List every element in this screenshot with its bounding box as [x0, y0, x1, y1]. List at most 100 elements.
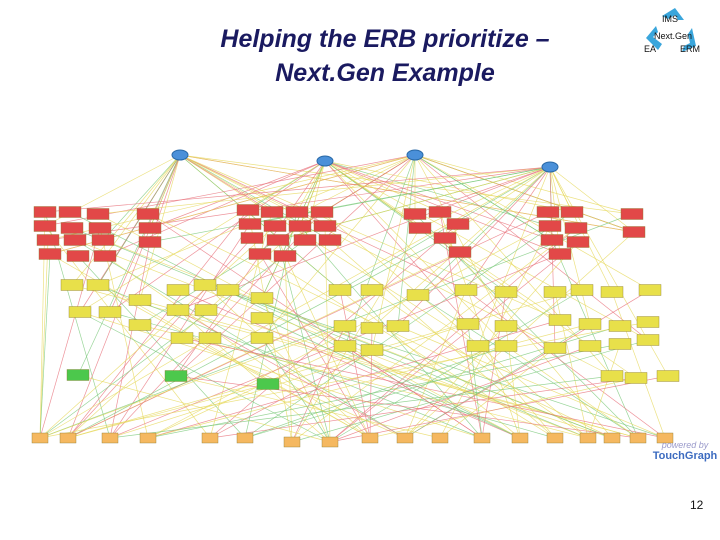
graph-node[interactable]: [170, 332, 194, 344]
graph-node[interactable]: [66, 250, 90, 262]
graph-node[interactable]: [624, 372, 648, 384]
graph-node[interactable]: [60, 222, 84, 234]
graph-node[interactable]: [578, 340, 602, 352]
graph-node[interactable]: [511, 432, 529, 444]
graph-node[interactable]: [91, 234, 115, 246]
graph-node[interactable]: [629, 432, 647, 444]
graph-node[interactable]: [310, 206, 334, 218]
graph-node[interactable]: [236, 204, 260, 216]
graph-node[interactable]: [608, 338, 632, 350]
graph-node[interactable]: [273, 250, 297, 262]
graph-node[interactable]: [333, 340, 357, 352]
graph-node[interactable]: [579, 432, 597, 444]
graph-node[interactable]: [260, 206, 284, 218]
graph-node[interactable]: [166, 304, 190, 316]
graph-node[interactable]: [136, 208, 160, 220]
graph-node[interactable]: [283, 436, 301, 448]
graph-node[interactable]: [240, 232, 264, 244]
graph-node[interactable]: [636, 316, 660, 328]
graph-node[interactable]: [93, 250, 117, 262]
graph-node[interactable]: [494, 320, 518, 332]
graph-node[interactable]: [360, 344, 384, 356]
graph-node[interactable]: [408, 222, 432, 234]
graph-node[interactable]: [540, 234, 564, 246]
graph-node[interactable]: [198, 332, 222, 344]
graph-node[interactable]: [164, 370, 188, 382]
graph-node[interactable]: [638, 284, 662, 296]
graph-node[interactable]: [36, 234, 60, 246]
graph-node[interactable]: [396, 432, 414, 444]
graph-node[interactable]: [288, 220, 312, 232]
hub-node-3[interactable]: [406, 149, 424, 161]
graph-node[interactable]: [560, 206, 584, 218]
graph-node[interactable]: [66, 369, 90, 381]
graph-node[interactable]: [433, 232, 457, 244]
hub-node-4[interactable]: [541, 161, 559, 173]
graph-node[interactable]: [538, 220, 562, 232]
graph-node[interactable]: [454, 284, 478, 296]
graph-node[interactable]: [333, 320, 357, 332]
graph-node[interactable]: [656, 370, 680, 382]
graph-node[interactable]: [466, 340, 490, 352]
graph-node[interactable]: [543, 342, 567, 354]
graph-node[interactable]: [60, 279, 84, 291]
graph-node[interactable]: [548, 314, 572, 326]
graph-node[interactable]: [238, 218, 262, 230]
graph-node[interactable]: [622, 226, 646, 238]
graph-node[interactable]: [194, 304, 218, 316]
graph-node[interactable]: [293, 234, 317, 246]
graph-node[interactable]: [98, 306, 122, 318]
graph-node[interactable]: [548, 248, 572, 260]
graph-node[interactable]: [386, 320, 410, 332]
graph-node[interactable]: [313, 220, 337, 232]
graph-node[interactable]: [361, 432, 379, 444]
graph-node[interactable]: [456, 318, 480, 330]
graph-node[interactable]: [473, 432, 491, 444]
graph-node[interactable]: [546, 432, 564, 444]
graph-node[interactable]: [656, 432, 674, 444]
graph-node[interactable]: [536, 206, 560, 218]
touchgraph-network[interactable]: [0, 140, 720, 460]
graph-node[interactable]: [138, 236, 162, 248]
graph-node[interactable]: [570, 284, 594, 296]
graph-node[interactable]: [88, 222, 112, 234]
graph-node[interactable]: [201, 432, 219, 444]
graph-node[interactable]: [58, 206, 82, 218]
graph-node[interactable]: [248, 248, 272, 260]
graph-node[interactable]: [33, 206, 57, 218]
graph-node[interactable]: [193, 279, 217, 291]
graph-node[interactable]: [128, 294, 152, 306]
graph-node[interactable]: [600, 286, 624, 298]
graph-node[interactable]: [578, 318, 602, 330]
graph-node[interactable]: [86, 279, 110, 291]
graph-node[interactable]: [63, 234, 87, 246]
graph-node[interactable]: [166, 284, 190, 296]
graph-node[interactable]: [600, 370, 624, 382]
graph-node[interactable]: [406, 289, 430, 301]
graph-node[interactable]: [608, 320, 632, 332]
graph-node[interactable]: [448, 246, 472, 258]
graph-node[interactable]: [328, 284, 352, 296]
graph-node[interactable]: [494, 286, 518, 298]
graph-node[interactable]: [250, 292, 274, 304]
graph-node[interactable]: [636, 334, 660, 346]
graph-node[interactable]: [360, 322, 384, 334]
graph-node[interactable]: [33, 220, 57, 232]
graph-node[interactable]: [566, 236, 590, 248]
graph-node[interactable]: [263, 220, 287, 232]
graph-node[interactable]: [250, 332, 274, 344]
graph-node[interactable]: [101, 432, 119, 444]
hub-node-2[interactable]: [316, 155, 334, 167]
graph-node[interactable]: [138, 222, 162, 234]
graph-node[interactable]: [543, 286, 567, 298]
graph-node[interactable]: [128, 319, 152, 331]
graph-node[interactable]: [494, 340, 518, 352]
graph-node[interactable]: [86, 208, 110, 220]
graph-node[interactable]: [38, 248, 62, 260]
graph-node[interactable]: [250, 312, 274, 324]
graph-node[interactable]: [285, 206, 309, 218]
graph-node[interactable]: [266, 234, 290, 246]
graph-node[interactable]: [446, 218, 470, 230]
graph-node[interactable]: [59, 432, 77, 444]
graph-node[interactable]: [603, 432, 621, 444]
